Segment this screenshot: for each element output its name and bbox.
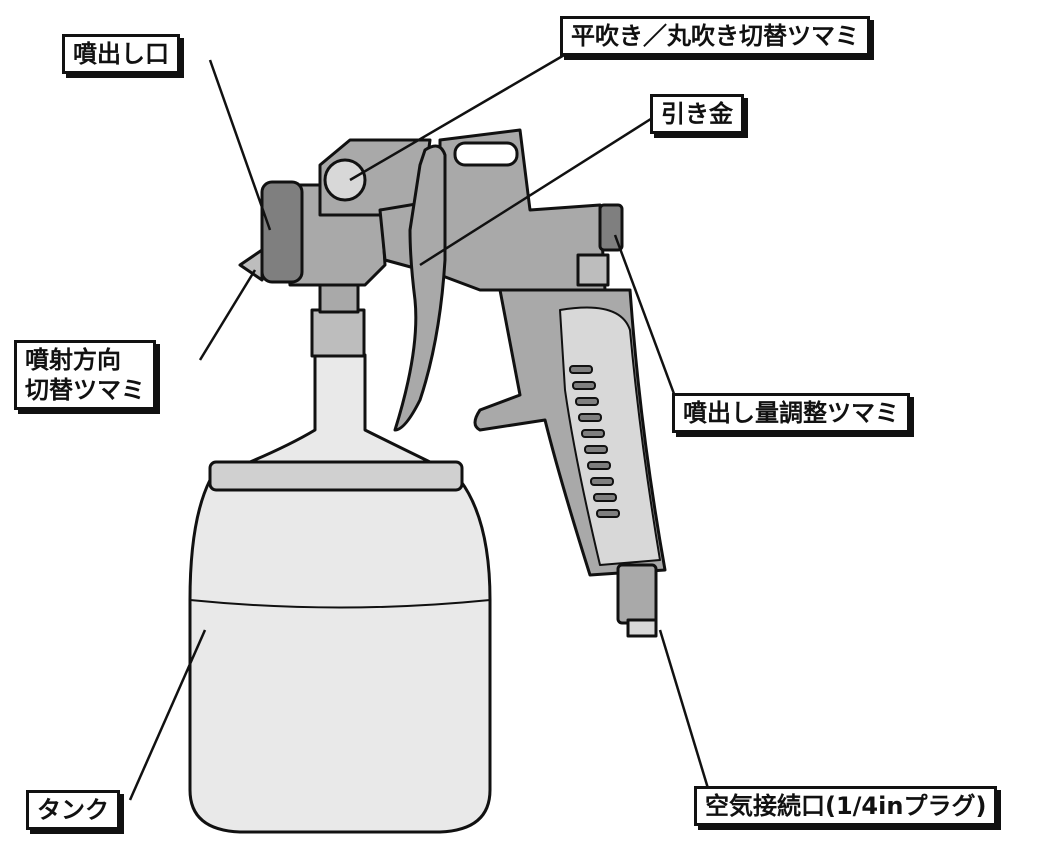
leader-air-inlet [658,629,712,796]
label-pattern-knob: 平吹き／丸吹き切替ツマミ [560,16,870,56]
label-flow-knob-text: 噴出し量調整ツマミ [683,399,899,427]
label-nozzle-text: 噴出し口 [73,40,169,68]
label-direction-knob-line1: 噴射方向 [25,346,121,374]
flow-knob-nut [576,253,610,287]
leader-tank [128,629,207,801]
leader-direction-knob [198,269,257,361]
label-tank-text: タンク [37,796,109,824]
label-trigger: 引き金 [650,94,744,134]
tank-lid [208,460,464,492]
leader-trigger [419,108,666,267]
label-pattern-knob-text: 平吹き／丸吹き切替ツマミ [571,22,859,50]
leader-flow-knob [613,234,682,411]
label-tank: タンク [26,790,120,830]
trigger-shape [393,144,447,432]
tank-body [188,478,492,834]
label-trigger-text: 引き金 [661,100,733,128]
label-direction-knob-line2: 切替ツマミ [25,376,145,404]
label-flow-knob: 噴出し量調整ツマミ [672,393,910,433]
tank-neck [248,353,432,464]
air-inlet-fitting [616,563,658,625]
top-slot [453,141,519,167]
label-nozzle: 噴出し口 [62,34,180,74]
tank-band [189,599,491,609]
label-direction-knob: 噴射方向 切替ツマミ [14,340,156,410]
leader-pattern-knob [349,38,591,182]
leader-nozzle [208,59,272,231]
nozzle-tip [238,248,264,282]
label-air-inlet-text: 空気接続口(1/4inプラグ) [705,792,987,820]
nozzle-connector-lower [310,308,366,358]
pattern-knob-shape [323,158,367,202]
label-air-inlet: 空気接続口(1/4inプラグ) [694,786,998,826]
air-inlet-tip [626,618,658,638]
nozzle-ring [260,180,304,284]
